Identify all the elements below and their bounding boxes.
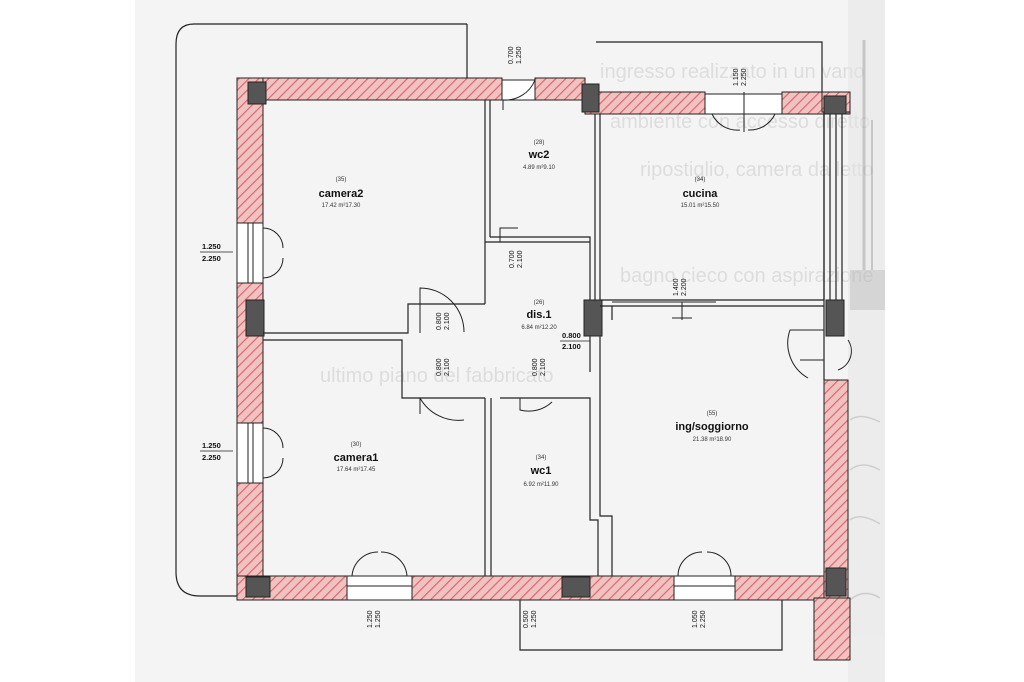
room-area: 4.89 m²9.10 — [523, 165, 556, 171]
dimension-width: 0.500 — [523, 610, 530, 628]
wall-bottom-mid — [411, 575, 675, 601]
dimension-width: 1.050 — [692, 610, 699, 628]
wall-top-mid — [534, 77, 586, 101]
pillar — [825, 299, 845, 337]
dimension-width: 1.400 — [673, 278, 680, 296]
room-name: cucina — [683, 188, 719, 200]
dimension-width: 0.700 — [509, 250, 516, 268]
pillar — [583, 299, 603, 337]
room-wc1: (34) wc1 6.92 m²11.90 — [524, 455, 560, 488]
dimension-height: 2.100 — [540, 358, 547, 376]
dimension-height: 1.250 — [516, 46, 523, 64]
dimension-height: 1.250 — [531, 610, 538, 628]
dimension-height: 2.250 — [700, 610, 707, 628]
balcony-outline — [175, 23, 467, 597]
dimension-width: 1.150 — [733, 68, 740, 86]
room-area: 17.64 m²17.45 — [337, 467, 376, 473]
room-area: 21.38 m²18.90 — [693, 437, 732, 443]
background-text-line: ripostiglio, camera da letto — [640, 159, 873, 181]
room-code: (28) — [534, 140, 545, 146]
dimension-width: 1.250 — [202, 242, 221, 251]
dimension-width: 1.250 — [367, 610, 374, 628]
pillar — [561, 576, 591, 598]
room-name: wc1 — [530, 465, 552, 477]
wall-right-stub — [813, 597, 851, 661]
decorative-tower-icon — [848, 0, 885, 682]
pillar — [247, 81, 267, 105]
lower-balcony-outline — [519, 598, 783, 651]
dimension-labels: 1.250 2.250 1.250 2.250 0.800 2.100 — [200, 242, 590, 462]
dimension-height: 2.250 — [202, 254, 221, 263]
room-camera2: (35) camera2 17.42 m²17.30 — [319, 177, 364, 209]
room-code: (30) — [351, 442, 362, 448]
background-text-line: bagno cieco con aspirazione — [620, 265, 874, 287]
pillar — [245, 576, 271, 598]
room-name: wc2 — [528, 149, 550, 161]
room-area: 17.42 m²17.30 — [322, 203, 361, 209]
room-code: (55) — [707, 411, 718, 417]
dimension-height: 2.250 — [741, 68, 748, 86]
dimension-height: 1.250 — [375, 610, 382, 628]
background-text-line: ambiente con accesso diretto — [610, 111, 870, 133]
room-area: 15.01 m²15.50 — [681, 203, 720, 209]
room-code: (26) — [534, 300, 545, 306]
dimension-width: 0.700 — [508, 46, 515, 64]
dimension-height: 2.250 — [202, 453, 221, 462]
wall-top-cucina — [584, 91, 706, 115]
interior-walls — [263, 100, 825, 576]
room-name: camera1 — [334, 452, 379, 464]
dimension-width: 0.800 — [436, 312, 443, 330]
room-area: 6.84 m²12.20 — [521, 325, 557, 331]
doors-and-windows — [236, 79, 852, 601]
dimension-width: 0.800 — [436, 358, 443, 376]
dimension-height: 2.100 — [444, 358, 451, 376]
dimension-height: 2.100 — [562, 342, 581, 351]
room-cucina: (34) cucina 15.01 m²15.50 — [681, 177, 720, 209]
kitchen-balcony-outline — [596, 41, 823, 92]
structural-pillars — [245, 81, 847, 598]
dimension-width: 1.250 — [202, 441, 221, 450]
dimension-height: 2.200 — [681, 278, 688, 296]
pillar — [823, 95, 847, 115]
room-name: camera2 — [319, 188, 364, 200]
pillar — [581, 83, 600, 113]
room-code: (34) — [695, 177, 706, 183]
room-name: dis.1 — [526, 309, 551, 321]
room-name: ing/soggiorno — [675, 421, 749, 433]
room-dis1: (26) dis.1 6.84 m²12.20 — [521, 300, 557, 331]
background-text-line: ingresso realizzato in un vano — [600, 61, 865, 83]
background-text: ingresso realizzato in un vano ambiente … — [320, 61, 874, 387]
room-wc2: (28) wc2 4.89 m²9.10 — [523, 140, 556, 171]
room-area: 6.92 m²11.90 — [524, 482, 560, 488]
background-text-line: ultimo piano del fabbricato — [320, 365, 553, 387]
dimension-height: 2.100 — [444, 312, 451, 330]
room-code: (35) — [336, 177, 347, 183]
dimension-width: 0.800 — [562, 331, 581, 340]
dimension-width: 0.800 — [532, 358, 539, 376]
room-code: (34) — [536, 455, 547, 461]
pillar — [245, 299, 265, 337]
room-soggiorno: (55) ing/soggiorno 21.38 m²18.90 — [675, 411, 749, 443]
dimension-height: 2.100 — [517, 250, 524, 268]
room-camera1: (30) camera1 17.64 m²17.45 — [334, 442, 379, 473]
wall-top-left — [236, 77, 503, 101]
wall-bottom-right — [734, 575, 826, 601]
rotated-dimension-labels: 0.700 1.250 1.150 2.250 0.700 2.100 0.80… — [367, 46, 748, 628]
pillar — [825, 567, 847, 597]
